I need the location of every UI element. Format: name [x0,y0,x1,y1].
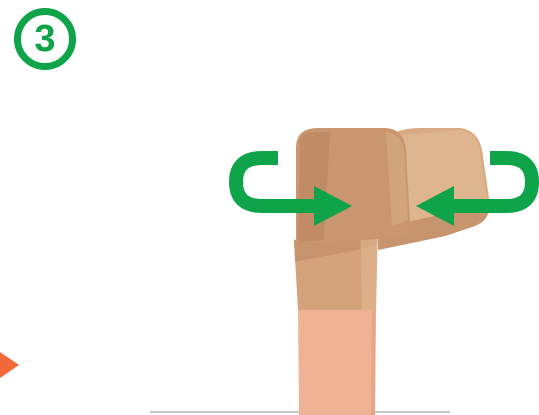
finger [298,302,376,415]
step-number-badge: 3 [14,8,76,70]
curved-arrow-right-icon [228,151,352,226]
triangle-pointer-icon [0,352,19,378]
step-number: 3 [34,18,56,60]
curved-arrow-left-icon [416,151,539,226]
